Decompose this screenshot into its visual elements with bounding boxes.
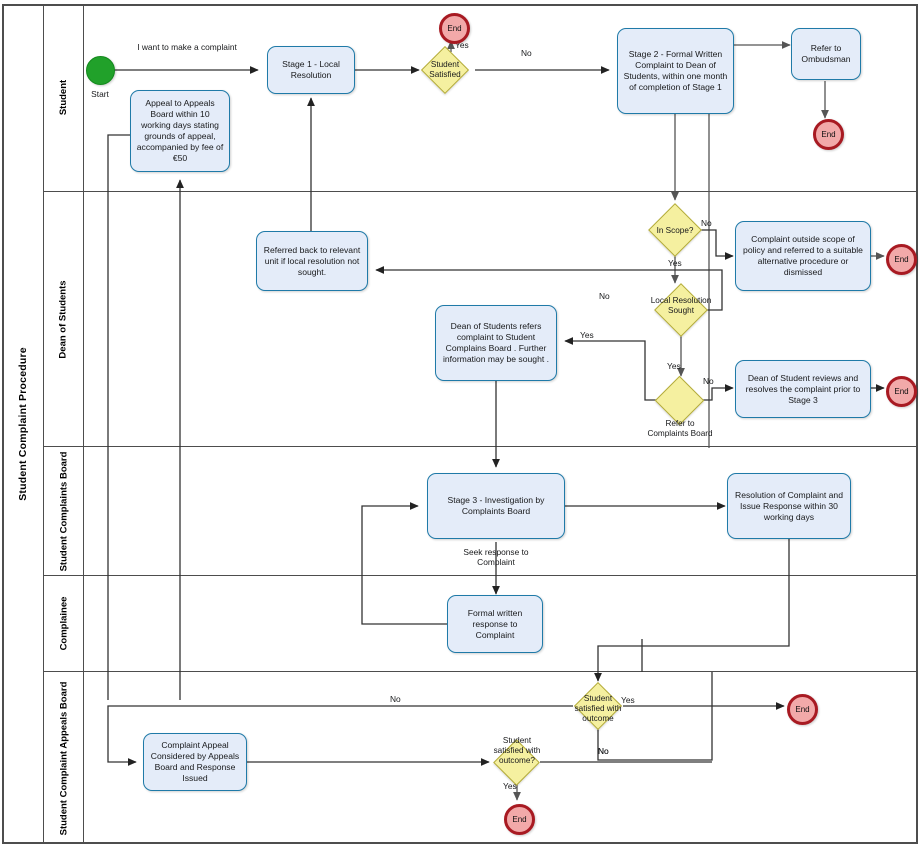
lane-label-complainee: Complainee xyxy=(44,576,84,671)
gateway-satisfied-with-outcome-2[interactable] xyxy=(493,739,540,786)
task-formal-written-response[interactable]: Formal written response to Complaint xyxy=(447,595,543,653)
gateway-in-scope[interactable] xyxy=(648,203,702,257)
lane-label-board: Student Complaints Board xyxy=(44,447,84,575)
pool-border xyxy=(2,4,918,844)
lane-student: Student xyxy=(44,4,918,192)
task-stage-3[interactable]: Stage 3 - Investigation by Complaints Bo… xyxy=(427,473,565,539)
gateway-diamond xyxy=(420,45,470,95)
edge-label-outcome-yes: Yes xyxy=(621,695,635,705)
pool-title: Student Complaint Procedure xyxy=(2,4,44,844)
edge-label-scope-yes: Yes xyxy=(668,258,682,268)
task-stage-1[interactable]: Stage 1 - Local Resolution xyxy=(267,46,355,94)
lane-label-dean: Dean of Students xyxy=(44,192,84,446)
gateway-diamond xyxy=(573,681,623,731)
edge-label-outcome-no: No xyxy=(598,746,609,756)
lane-label-student: Student xyxy=(44,4,84,191)
end-event-3: End xyxy=(886,244,917,275)
gateway-diamond xyxy=(654,375,705,426)
edge-label-scope-no: No xyxy=(701,218,712,228)
end-event-5: End xyxy=(787,694,818,725)
gateway-diamond xyxy=(648,203,702,257)
lane-dean: Dean of Students xyxy=(44,192,918,447)
edge-label-local-no: No xyxy=(599,291,610,301)
gateway-diamond xyxy=(493,739,540,786)
edge-label-satisfied-no: No xyxy=(521,48,532,58)
lane-complainee-text: Complainee xyxy=(58,596,70,651)
end-event-4: End xyxy=(886,376,917,407)
gateway-local-resolution-sought[interactable] xyxy=(654,283,708,337)
lane-complainee: Complainee xyxy=(44,576,918,672)
lane-board: Student Complaints Board xyxy=(44,447,918,576)
end-event-6: End xyxy=(504,804,535,835)
task-refer-to-ombudsman[interactable]: Refer to Ombudsman xyxy=(791,28,861,80)
gateway-satisfied-with-outcome[interactable] xyxy=(573,681,623,731)
task-appeal-to-appeals-board[interactable]: Appeal to Appeals Board within 10 workin… xyxy=(130,90,230,172)
edge-label-appeal-no: No xyxy=(390,694,401,704)
task-outside-scope[interactable]: Complaint outside scope of policy and re… xyxy=(735,221,871,291)
edge-label-local-yes: Yes xyxy=(667,361,681,371)
lane-board-text: Student Complaints Board xyxy=(58,451,69,571)
task-complaint-appeal-considered[interactable]: Complaint Appeal Considered by Appeals B… xyxy=(143,733,247,791)
start-event xyxy=(86,56,115,85)
pool-title-label: Student Complaint Procedure xyxy=(16,347,29,501)
edge-label-seek-response: Seek response to Complaint xyxy=(463,547,529,568)
edge-label-satisfied-yes: Yes xyxy=(455,40,469,50)
edge-label-want-complaint: I want to make a complaint xyxy=(137,42,237,52)
end-event-2: End xyxy=(813,119,844,150)
task-stage-2[interactable]: Stage 2 - Formal Written Complaint to De… xyxy=(617,28,734,114)
lane-appeals-text: Student Complaint Appeals Board xyxy=(58,681,69,835)
lane-student-text: Student xyxy=(57,79,69,116)
edge-label-outcome2-yes: Yes xyxy=(503,781,517,791)
gateway-diamond xyxy=(654,283,708,337)
gateway-student-satisfied[interactable] xyxy=(420,45,470,95)
lane-label-appeals: Student Complaint Appeals Board xyxy=(44,672,84,844)
end-event-1: End xyxy=(439,13,470,44)
edge-label-refer-no: No xyxy=(703,376,714,386)
edge-label-refer-yes: Yes xyxy=(580,330,594,340)
lane-appeals: Student Complaint Appeals Board xyxy=(44,672,918,844)
edge-label-outcome2-no-visible: No xyxy=(598,746,609,756)
gateway-refer-to-complaints-board[interactable] xyxy=(654,375,705,426)
task-dean-refers[interactable]: Dean of Students refers complaint to Stu… xyxy=(435,305,557,381)
task-dean-reviews[interactable]: Dean of Student reviews and resolves the… xyxy=(735,360,871,418)
lane-dean-text: Dean of Students xyxy=(58,279,69,359)
task-resolution-of-complaint[interactable]: Resolution of Complaint and Issue Respon… xyxy=(727,473,851,539)
task-referred-back[interactable]: Referred back to relevant unit if local … xyxy=(256,231,368,291)
start-caption: Start xyxy=(91,89,109,99)
